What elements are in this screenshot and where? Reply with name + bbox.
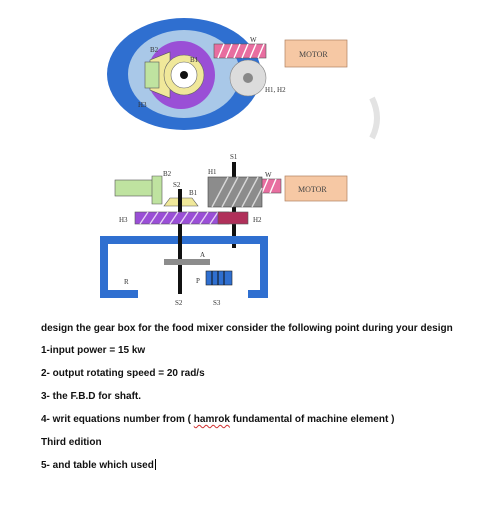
item-output-speed: 2- output rotating speed = 20 rad/s	[41, 368, 205, 379]
gear-h2	[217, 211, 249, 225]
item-table[interactable]: 5- and table which used	[41, 459, 471, 473]
item-equations: 4- writ equations number from ( hamrok f…	[41, 413, 471, 427]
motor-label-bottom: MOTOR	[298, 185, 327, 194]
worm-wheel-hub	[243, 73, 253, 83]
planet-gear-p	[205, 270, 233, 286]
top-diagram: B2 B1 H3 W H1, H2 MOTOR	[107, 18, 380, 140]
item-fbd: 3- the F.B.D for shaft.	[41, 391, 142, 402]
label-s3: S3	[213, 299, 221, 307]
label-w-bottom: W	[265, 171, 272, 179]
label-h3-bottom: H3	[119, 216, 128, 224]
motor-label-top: MOTOR	[299, 50, 328, 59]
motor-bottom	[284, 175, 348, 202]
item-edition: Third edition	[41, 437, 102, 448]
item-equations-pre: 4- writ equations number from (	[41, 414, 194, 425]
ring-gear-h3	[134, 211, 230, 225]
shaft-s2-stub	[178, 189, 182, 219]
gearbox-diagram: B2 B1 H3 W H1, H2 MOTOR MOTOR S1 B2 H1 S…	[100, 18, 380, 307]
grey-arc-decoration	[369, 96, 380, 140]
label-b2-top: B2	[150, 46, 159, 54]
label-b2-bottom: B2	[163, 170, 172, 178]
label-h1h2: H1, H2	[265, 86, 286, 94]
worm-wheel-hatch	[211, 176, 263, 208]
label-p: P	[196, 277, 200, 285]
label-a: A	[200, 251, 205, 259]
label-w-top: W	[250, 36, 257, 44]
spellcheck-word: hamrok	[193, 414, 230, 425]
input-shaft-bottom	[114, 179, 156, 197]
intro-text: design the gear box for the food mixer c…	[41, 323, 453, 334]
bottom-diagram: MOTOR S1 B2 H1 S2 B1 W H3 H2 A R P S2 S3	[100, 153, 348, 307]
shaft-center	[180, 71, 188, 79]
label-h1: H1	[208, 168, 217, 176]
label-s2-top: S2	[173, 181, 181, 189]
label-s2-bottom: S2	[175, 299, 183, 307]
item-table-text: 5- and table which used	[41, 460, 154, 471]
worm-thread	[217, 43, 265, 59]
item-equations-post: fundamental of machine element )	[229, 414, 395, 425]
ring-gear-hatch	[139, 211, 219, 225]
bevel-gear-b2-bottom	[151, 175, 163, 205]
label-h3-top: H3	[138, 101, 147, 109]
label-h2: H2	[253, 216, 262, 224]
planet-gear-teeth	[211, 271, 225, 285]
input-shaft-green	[144, 61, 160, 89]
label-b1-top: B1	[190, 56, 199, 64]
text-caret	[154, 459, 156, 470]
label-b1-bottom: B1	[189, 189, 198, 197]
label-r: R	[124, 278, 129, 286]
assignment-text: design the gear box for the food mixer c…	[41, 322, 471, 473]
item-input-power: 1-input power = 15 kw	[41, 345, 146, 356]
motor-top	[284, 39, 348, 68]
carrier-bar	[164, 259, 210, 265]
label-s1: S1	[230, 153, 238, 161]
